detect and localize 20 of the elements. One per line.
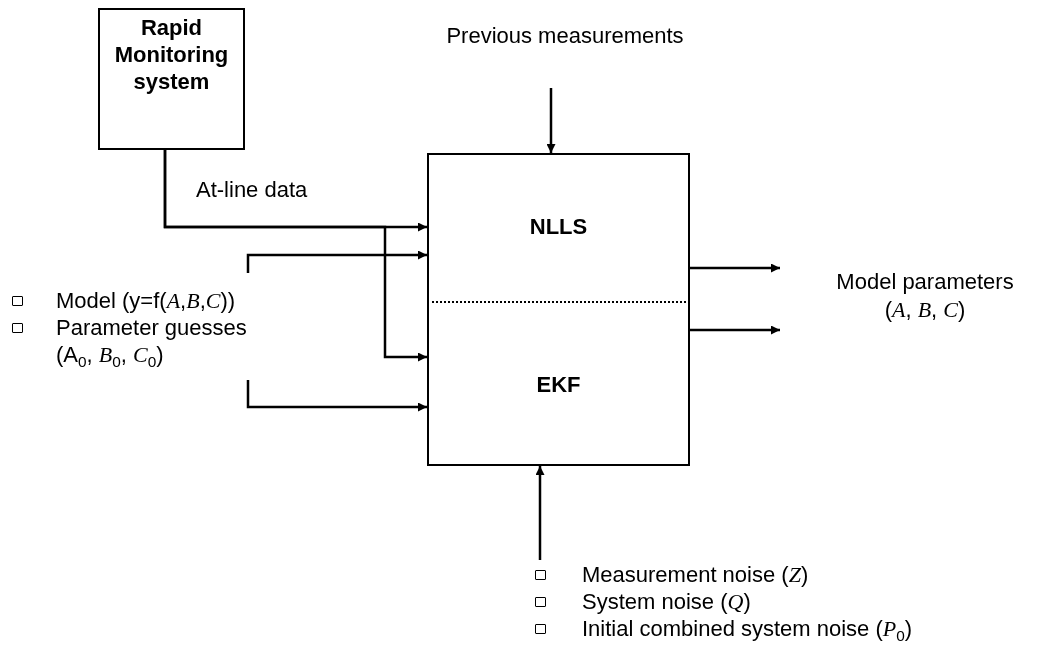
arrow	[690, 263, 780, 273]
section-title: EKF	[536, 371, 581, 398]
estimator-box	[427, 153, 690, 466]
list-item: Measurement noise (Z)	[582, 561, 810, 588]
label-text: Model parameters	[836, 268, 1014, 296]
arrow	[690, 325, 780, 335]
arrow	[546, 88, 556, 153]
arrow	[246, 380, 427, 412]
list-item: System noise (Q)	[582, 588, 752, 615]
arrow	[535, 466, 545, 560]
list-item: Model (y=f(A,B,C))	[56, 287, 237, 314]
list-item: Parameter guesses (A$_{0}$, B$_{0}$, C$_{0}$)	[56, 314, 248, 373]
arrow	[246, 250, 427, 273]
arrow	[163, 150, 427, 362]
system-box	[98, 8, 245, 150]
box-title: Rapid Monitoring system	[113, 14, 230, 95]
label-text: (A, B, C)	[884, 296, 966, 324]
section-title: NLLS	[529, 214, 588, 240]
list-item: Initial combined system noise (P$_{0}$)	[582, 615, 914, 647]
label-text: Previous measurements	[446, 22, 684, 50]
